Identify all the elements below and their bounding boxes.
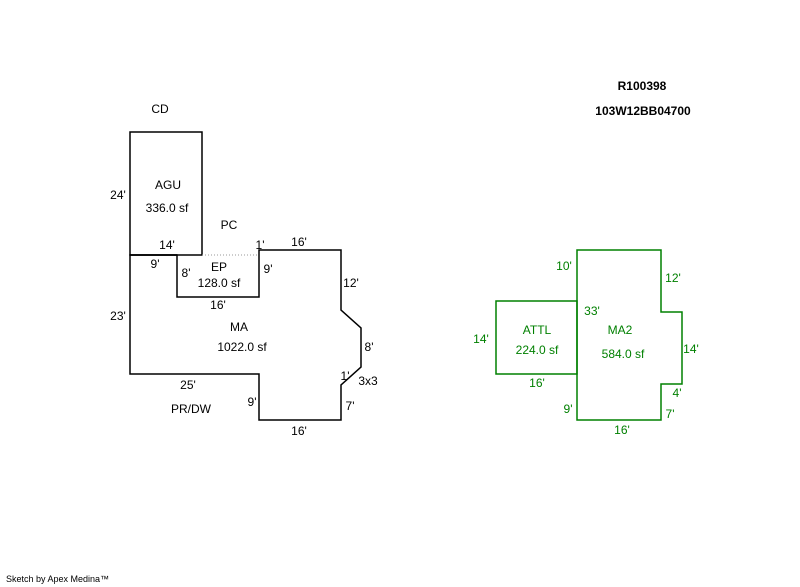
dim-bottom-25: 25': [180, 378, 196, 392]
agu-label: AGU: [155, 178, 181, 192]
dim-right-12: 12': [665, 271, 681, 285]
dim-agu-left: 24': [110, 188, 126, 202]
ma-area: 1022.0 sf: [217, 340, 267, 354]
dim-ep-top: 9': [151, 257, 160, 271]
dim-agu-bottom: 14': [159, 238, 175, 252]
ep-area: 128.0 sf: [198, 276, 241, 290]
right-sketch-labels: ATTL 224.0 sf MA2 584.0 sf 10' 12' 14' 3…: [473, 259, 699, 437]
dim-bay-1: 1': [341, 369, 350, 383]
attl-area: 224.0 sf: [516, 343, 559, 357]
ma-label: MA: [230, 320, 248, 334]
dim-right-12: 12': [343, 276, 359, 290]
prdw-label: PR/DW: [171, 402, 212, 416]
map-number: 103W12BB04700: [595, 104, 691, 118]
dim-top-1: 1': [256, 238, 265, 252]
agu-outline: [129, 131, 203, 256]
dim-right-7: 7': [666, 407, 675, 421]
dim-ep-bottom: 16': [210, 298, 226, 312]
dim-mid-33: 33': [584, 304, 600, 318]
dim-attl-bottom: 16': [529, 376, 545, 390]
dim-bay-8: 8': [365, 340, 374, 354]
dim-right-14: 14': [683, 342, 699, 356]
dim-left-23: 23': [110, 309, 126, 323]
dim-bottom-16: 16': [291, 424, 307, 438]
dim-step-9: 9': [248, 395, 257, 409]
dim-left-9: 9': [564, 402, 573, 416]
pc-label: PC: [221, 218, 238, 232]
left-sketch-labels: CD AGU 336.0 sf PC EP 128.0 sf MA 1022.0…: [110, 102, 378, 438]
dim-ep-right: 9': [264, 262, 273, 276]
ep-label: EP: [211, 260, 227, 274]
attl-outline: [495, 300, 578, 375]
parcel-id: R100398: [618, 79, 667, 93]
ma2-label: MA2: [608, 323, 633, 337]
dim-right-7: 7': [346, 399, 355, 413]
dim-right-4: 4': [673, 386, 682, 400]
dim-top-10: 10': [556, 259, 572, 273]
right-sketch: [495, 249, 683, 421]
dim-bottom-16: 16': [614, 423, 630, 437]
left-sketch: [129, 131, 362, 421]
cd-label: CD: [151, 102, 169, 116]
dim-top-16: 16': [291, 235, 307, 249]
ma2-outline: [576, 249, 683, 421]
dim-ep-left: 8': [182, 266, 191, 280]
sketch-credit: Sketch by Apex Medina™: [6, 574, 110, 584]
main-house-outline: [129, 249, 362, 421]
ma2-area: 584.0 sf: [602, 347, 645, 361]
agu-area: 336.0 sf: [146, 201, 189, 215]
dim-left-14: 14': [473, 332, 489, 346]
attl-label: ATTL: [523, 323, 552, 337]
bay-label: 3x3: [358, 374, 378, 388]
